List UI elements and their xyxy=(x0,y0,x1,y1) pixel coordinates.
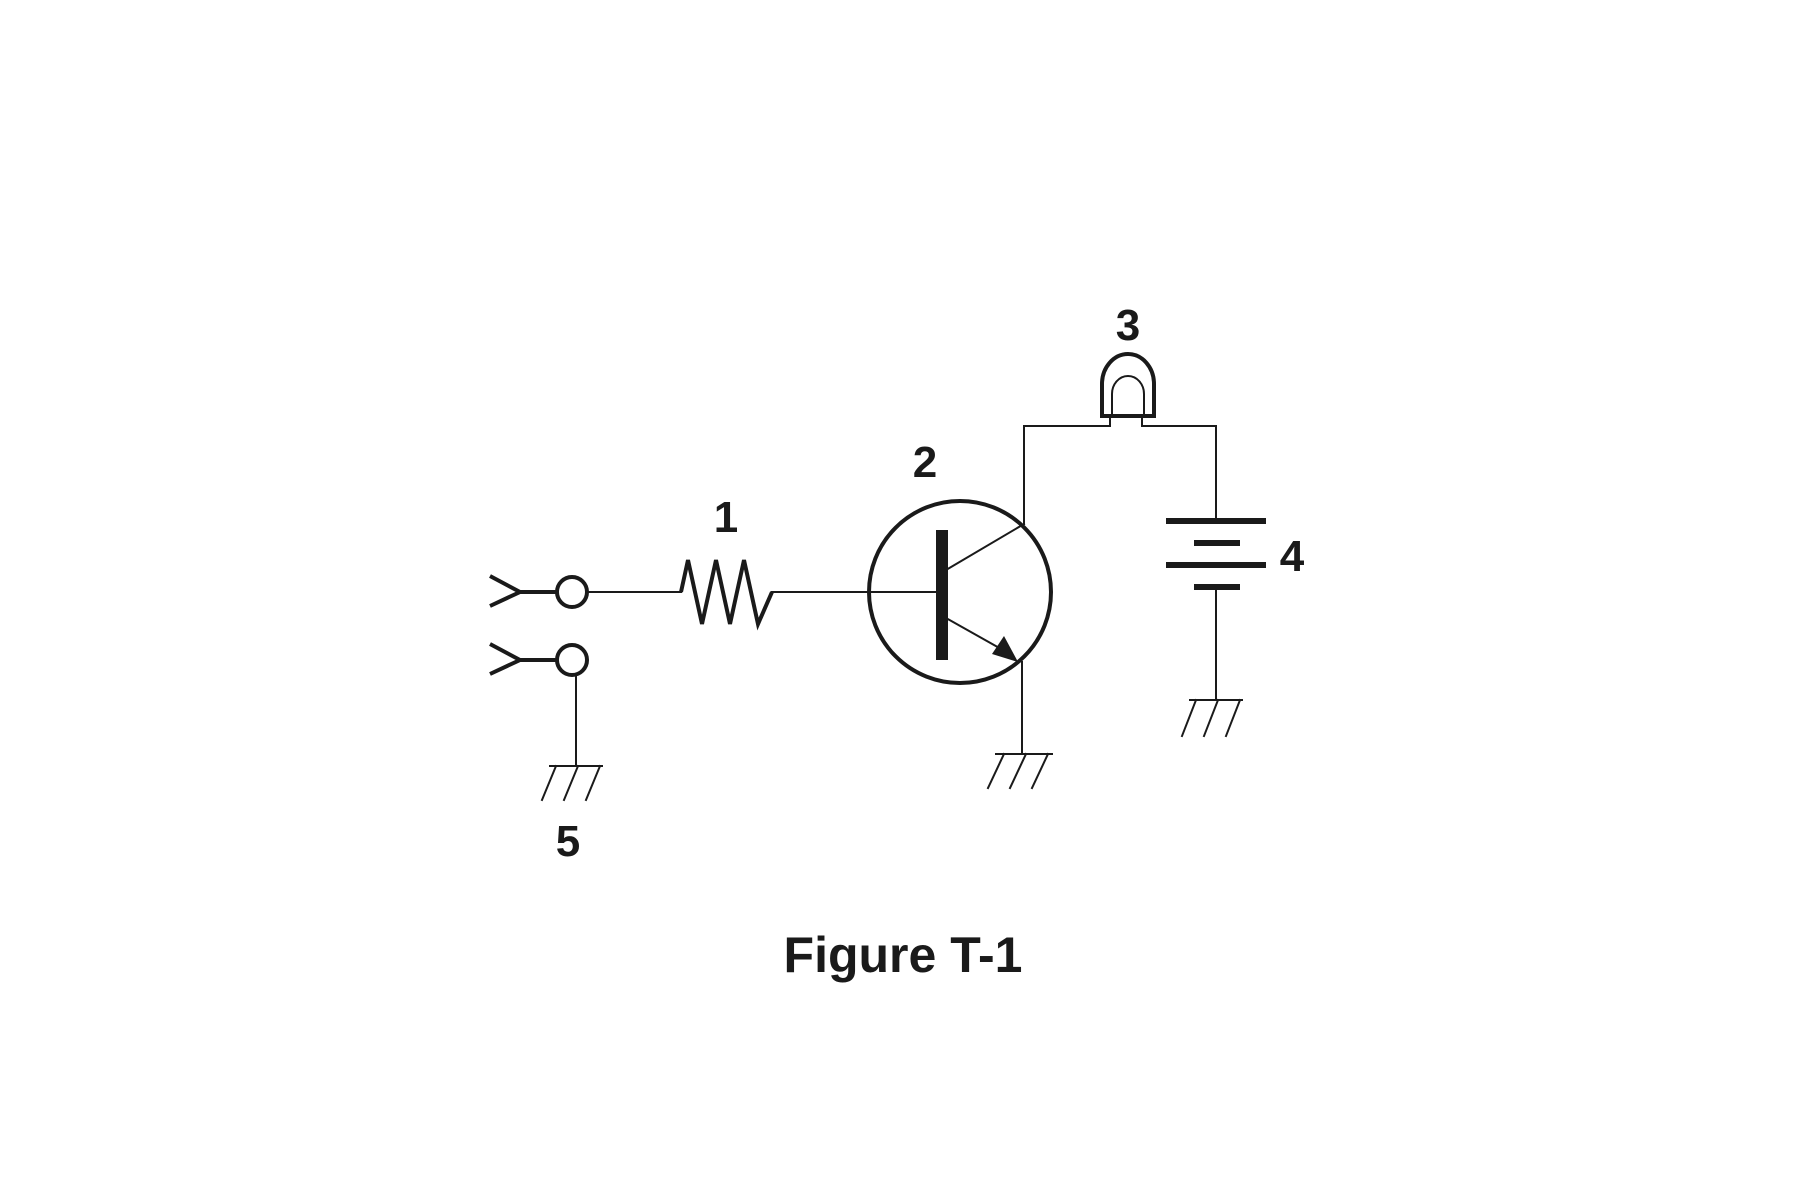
figure-caption: Figure T-1 xyxy=(784,927,1023,983)
ground-icon-input xyxy=(540,764,603,802)
ground-icon-battery xyxy=(1180,698,1243,738)
input-terminal-top xyxy=(489,574,589,609)
terminal-circle-bottom xyxy=(555,643,589,677)
label-battery: 4 xyxy=(1280,532,1305,581)
resistor-icon xyxy=(679,559,774,631)
wire-lamp-to-battery xyxy=(1141,425,1217,521)
input-jack-bottom-icon xyxy=(489,642,525,676)
ground-icon-emitter xyxy=(986,752,1053,790)
label-lamp: 3 xyxy=(1116,301,1140,350)
terminal-circle-top xyxy=(555,575,589,609)
label-ground: 5 xyxy=(556,817,580,866)
label-resistor: 1 xyxy=(714,493,738,542)
label-transistor: 2 xyxy=(913,438,937,487)
lamp-icon xyxy=(1100,352,1156,427)
input-jack-top-icon xyxy=(489,574,525,608)
wire-collector-to-lamp xyxy=(1023,425,1111,525)
input-terminal-bottom xyxy=(489,642,589,677)
transistor-icon xyxy=(867,499,1053,685)
battery-icon xyxy=(1166,518,1266,590)
